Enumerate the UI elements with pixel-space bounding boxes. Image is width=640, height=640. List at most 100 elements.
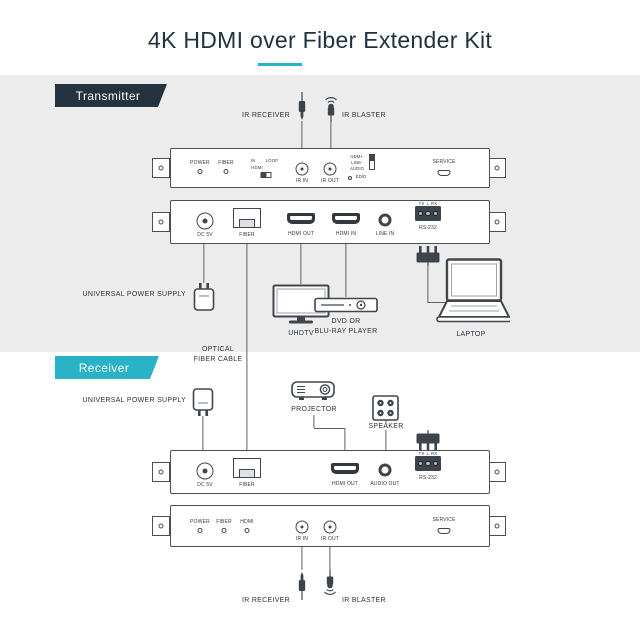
service-port-receiver bbox=[437, 528, 451, 534]
hdmi-in-cable bbox=[345, 244, 347, 297]
jack-pin bbox=[300, 525, 304, 529]
fiber-led bbox=[223, 169, 229, 174]
laptop-label: LAPTOP bbox=[456, 331, 486, 338]
ir-out-label: IR OUT bbox=[321, 178, 339, 184]
ir-in-jack bbox=[295, 162, 309, 176]
ir-in-label-receiver: IR IN bbox=[295, 536, 309, 542]
edid-button bbox=[348, 176, 352, 180]
dc-power-jack-receiver bbox=[196, 462, 214, 480]
screw-hole-icon bbox=[494, 469, 500, 475]
mounting-ear bbox=[152, 212, 170, 232]
dvd-label-line1: DVD OR bbox=[331, 318, 361, 325]
screw-hole-icon bbox=[494, 219, 500, 225]
projector-cable-h bbox=[314, 428, 345, 430]
ir-receiver-cable-top bbox=[301, 121, 303, 148]
projector-label: PROJECTOR bbox=[291, 406, 337, 413]
mounting-ear bbox=[152, 158, 170, 178]
hdmi-out-port-receiver bbox=[331, 463, 359, 474]
switch-loop-label: LOOP bbox=[265, 158, 279, 163]
projector-cable-v2 bbox=[344, 428, 346, 450]
fiber-port bbox=[233, 208, 261, 228]
dvd-label-line2: BLU-RAY PLAYER bbox=[314, 328, 378, 335]
mounting-ear bbox=[152, 516, 170, 536]
jack-pin bbox=[300, 167, 304, 171]
page-title: 4K HDMI over Fiber Extender Kit bbox=[147, 27, 493, 53]
power-led bbox=[197, 169, 203, 174]
audio-out-jack bbox=[378, 463, 392, 477]
ir-blaster-cable-bottom bbox=[329, 547, 331, 570]
power-cable-receiver bbox=[202, 416, 204, 450]
mode-label-audio: AUDIO bbox=[349, 166, 365, 171]
audio-out-label: AUDIO OUT bbox=[370, 481, 400, 487]
rs232-label-receiver: RS-232 bbox=[419, 475, 437, 481]
dc-power-jack bbox=[196, 212, 214, 230]
ir-in-jack-receiver bbox=[295, 520, 309, 534]
screw-hole-icon bbox=[158, 523, 164, 529]
ir-out-jack-receiver bbox=[323, 520, 337, 534]
speaker-label: SPEAKER bbox=[356, 423, 416, 430]
line-in-jack bbox=[378, 213, 392, 227]
uhdtv-label: UHDTV bbox=[288, 330, 314, 337]
power-adapter-icon-receiver bbox=[192, 388, 214, 416]
fiber-led-label-receiver: FIBER bbox=[216, 519, 232, 525]
jack-pin bbox=[328, 525, 332, 529]
laptop-icon bbox=[436, 258, 510, 323]
ir-receiver-label-bottom: IR RECEIVER bbox=[241, 597, 290, 604]
hdmi-out-port bbox=[287, 213, 315, 224]
screw-hole-icon bbox=[494, 165, 500, 171]
line-in-label: LINE IN bbox=[375, 231, 395, 237]
universal-power-supply-label-receiver: UNIVERSAL POWER SUPPLY bbox=[82, 397, 186, 404]
fiber-port-label-receiver: FIBER bbox=[239, 482, 255, 488]
ir-blaster-icon-bottom bbox=[324, 570, 336, 595]
dc-label: DC 5V bbox=[197, 232, 213, 238]
screw-hole-icon bbox=[158, 219, 164, 225]
ir-blaster-label-bottom: IR BLASTER bbox=[342, 597, 386, 604]
title-accent-underline bbox=[258, 63, 302, 66]
jack-pin bbox=[328, 167, 332, 171]
ir-out-label-receiver: IR OUT bbox=[321, 536, 339, 542]
universal-power-supply-label: UNIVERSAL POWER SUPPLY bbox=[82, 291, 186, 298]
hdmi-out-label: HDMI OUT bbox=[288, 231, 314, 237]
rs232-plug-icon bbox=[416, 246, 440, 266]
rs232-plug-icon-receiver bbox=[416, 430, 440, 450]
fiber-cable-label-line1: OPTICAL bbox=[201, 346, 235, 353]
power-adapter-icon bbox=[193, 283, 215, 311]
mounting-ear bbox=[488, 212, 506, 232]
ir-blaster-icon-top bbox=[325, 97, 337, 122]
fiber-cable-label-line2: FIBER CABLE bbox=[193, 356, 243, 363]
power-led-receiver bbox=[197, 528, 203, 533]
ir-out-jack bbox=[323, 162, 337, 176]
txrx-label-receiver: TX ⊥ RX bbox=[418, 451, 438, 456]
ir-receiver-cable-bottom bbox=[301, 547, 303, 570]
mounting-ear bbox=[152, 462, 170, 482]
receiver-badge: Receiver bbox=[55, 356, 159, 379]
mounting-ear bbox=[488, 516, 506, 536]
hdmi-in-label: HDMI IN bbox=[335, 231, 357, 237]
rs232-cable-horizontal bbox=[428, 302, 446, 304]
rs232-terminal-receiver bbox=[415, 456, 441, 471]
transmitter-rear-panel bbox=[170, 200, 490, 244]
service-label-receiver: SERVICE bbox=[432, 517, 456, 523]
optical-fiber-cable bbox=[246, 244, 248, 450]
dvd-player-icon bbox=[314, 297, 378, 313]
switch-in-label: IN bbox=[250, 158, 256, 163]
ir-blaster-cable-top bbox=[330, 122, 332, 148]
fiber-port-label: FIBER bbox=[239, 232, 255, 238]
ir-blaster-label-top: IR BLASTER bbox=[342, 112, 386, 119]
loop-switch bbox=[260, 172, 272, 178]
mounting-ear bbox=[488, 462, 506, 482]
hdmi-led-label-receiver: HDMI bbox=[240, 519, 254, 525]
power-led-label-receiver: POWER bbox=[190, 519, 210, 525]
speaker-cable bbox=[385, 419, 387, 450]
ir-receiver-label-top: IR RECEIVER bbox=[241, 112, 290, 119]
service-port bbox=[437, 170, 451, 176]
mode-switch bbox=[369, 154, 375, 170]
hdmi-out-label-receiver: HDMI OUT bbox=[332, 481, 358, 487]
dc-label-receiver: DC 5V bbox=[197, 482, 213, 488]
screw-hole-icon bbox=[158, 165, 164, 171]
ir-receiver-icon-bottom bbox=[298, 572, 306, 600]
fiber-led-label: FIBER bbox=[218, 160, 234, 166]
ir-in-label: IR IN bbox=[295, 178, 309, 184]
mode-label-hdmi: HDMI- bbox=[350, 154, 364, 159]
